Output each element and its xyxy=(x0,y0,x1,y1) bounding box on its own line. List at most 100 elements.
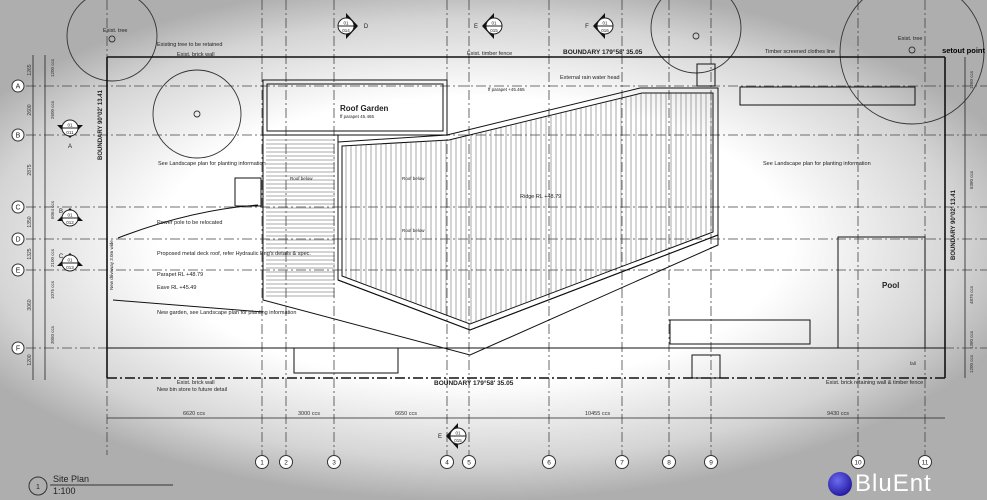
roof-garden-area xyxy=(262,79,448,136)
grid-column-marker xyxy=(255,455,269,469)
roof-below-label: Roof below xyxy=(290,176,313,181)
boundary-bottom-label: BOUNDARY 179°58' 35.05 xyxy=(434,379,514,387)
grid-row-label: D xyxy=(15,237,20,244)
svg-text:013: 013 xyxy=(66,265,74,270)
boundary-top-label: BOUNDARY 179°58' 35.05 xyxy=(563,48,643,56)
roof-sheeting-hatch xyxy=(266,93,712,324)
section-markers: 01011A01012B01013C01014D01015E01016F0101… xyxy=(57,13,614,449)
bin-store-label: New bin store to future detail xyxy=(157,387,227,393)
dimension-label: 2600 ccs xyxy=(50,100,55,119)
grid-row-marker xyxy=(11,232,25,246)
grid-column-marker xyxy=(279,455,293,469)
title-marker: 1 xyxy=(36,484,40,491)
dimension-label: 2600 xyxy=(27,104,33,115)
tree-top-middle xyxy=(650,0,742,74)
dimension-label: 6064 ccs xyxy=(50,200,55,219)
svg-text:016: 016 xyxy=(601,28,609,33)
grid-column-label: 3 xyxy=(332,460,336,467)
svg-text:01: 01 xyxy=(602,21,608,26)
brick-wall-bottom-label: Exist. brick wall xyxy=(177,380,215,386)
svg-text:01: 01 xyxy=(343,21,349,26)
drawing-title: Site Plan xyxy=(53,474,89,484)
grid-row-marker xyxy=(11,79,25,93)
grid-column-marker xyxy=(462,455,476,469)
grid-column-marker xyxy=(440,455,454,469)
section-letter: E xyxy=(474,24,478,30)
dimension-label: 1260 ccs xyxy=(969,70,974,89)
dimension-label: 4875 ccs xyxy=(969,285,974,304)
svg-text:014: 014 xyxy=(342,28,350,33)
svg-text:01: 01 xyxy=(67,123,73,128)
section-letter: A xyxy=(68,144,72,150)
existing-tree-left xyxy=(66,0,158,82)
section-letter: B xyxy=(59,209,63,215)
site-boundary xyxy=(106,56,946,379)
svg-text:015: 015 xyxy=(454,438,462,443)
building-outline xyxy=(107,63,945,379)
exist-tree-right-label: Exist. tree xyxy=(898,36,922,42)
grid-column-marker xyxy=(615,455,629,469)
boundary-right-label: BOUNDARY 90°02' 13.41 xyxy=(951,189,957,260)
grid-column-label: 2 xyxy=(284,460,288,467)
deck-bottom xyxy=(669,319,811,345)
dimension-line-bottom xyxy=(32,55,966,419)
exist-tree-left-label: Exist. tree xyxy=(103,28,127,34)
clothes-line-label: Timber screened clothes line xyxy=(765,49,835,55)
landscape-left-label: See Landscape plan for planting informat… xyxy=(158,161,266,167)
grid-column-marker xyxy=(327,455,341,469)
dimension-label: 1325 xyxy=(27,248,33,259)
dimension-label: 10455 ccs xyxy=(585,411,610,417)
grid-column-marker xyxy=(542,455,556,469)
dimension-label: 6620 ccs xyxy=(183,411,205,417)
grid-row-marker xyxy=(11,128,25,142)
trees xyxy=(66,0,985,159)
fall-label: fall xyxy=(910,361,916,366)
section-letter: F xyxy=(585,24,589,30)
grid-column-marker xyxy=(662,455,676,469)
roof-garden-label: Roof Garden xyxy=(340,104,389,113)
landscape-right-label: See Landscape plan for planting informat… xyxy=(763,161,871,167)
clothes-line xyxy=(739,86,916,106)
drawing-scale: 1:100 xyxy=(53,486,76,496)
dimension-label: 1350 xyxy=(27,216,33,227)
dimension-label: 3060 xyxy=(27,299,33,310)
grid-row-label: B xyxy=(16,133,21,140)
grid-column-marker xyxy=(704,455,718,469)
grid-column-marker xyxy=(918,455,932,469)
timber-fence-label: Exist. timber fence xyxy=(467,51,512,57)
new-driveway-label: New driveway 3.0m wide xyxy=(109,240,114,290)
stairs xyxy=(234,177,262,207)
globe-icon xyxy=(828,472,852,496)
retaining-wall-label: Exist. brick retaining wall & timber fen… xyxy=(826,380,923,386)
roof-below-label: Roof below xyxy=(402,228,425,233)
grid-row-label: F xyxy=(16,346,20,353)
dimension-label: 1075 ccs xyxy=(50,280,55,299)
existing-tree-label: Existing tree to be retained xyxy=(157,42,222,48)
existing-tree-right xyxy=(839,0,985,125)
dimension-label: 1265 xyxy=(27,64,33,75)
dimension-label: 2875 xyxy=(27,164,33,175)
svg-text:01: 01 xyxy=(67,213,73,218)
pool-label: Pool xyxy=(882,281,899,290)
boundary-left-label: BOUNDARY 90°02' 13.41 xyxy=(98,89,104,160)
eave-rl-label: Eave RL +45.49 xyxy=(157,285,196,291)
parapet-top-label: ff parapet +45.465 xyxy=(488,87,525,92)
roof-garden-parapet: ff parapet 45.465 xyxy=(340,114,374,119)
grid-column-marker xyxy=(851,455,865,469)
grid-column-label: 5 xyxy=(467,460,471,467)
dimension-label: 6650 ccs xyxy=(395,411,417,417)
svg-text:01: 01 xyxy=(491,21,497,26)
grid-row-marker xyxy=(11,200,25,214)
roof-below-label: Roof below xyxy=(402,176,425,181)
grid-row-label: E xyxy=(16,268,21,275)
section-letter: D xyxy=(364,24,369,30)
grid-column-label: 7 xyxy=(620,460,624,467)
grid-column-label: 8 xyxy=(667,460,671,467)
parapet-rl-label: Parapet RL +48.79 xyxy=(157,272,203,278)
power-pole-label: Power pole to be relocated xyxy=(157,220,222,226)
